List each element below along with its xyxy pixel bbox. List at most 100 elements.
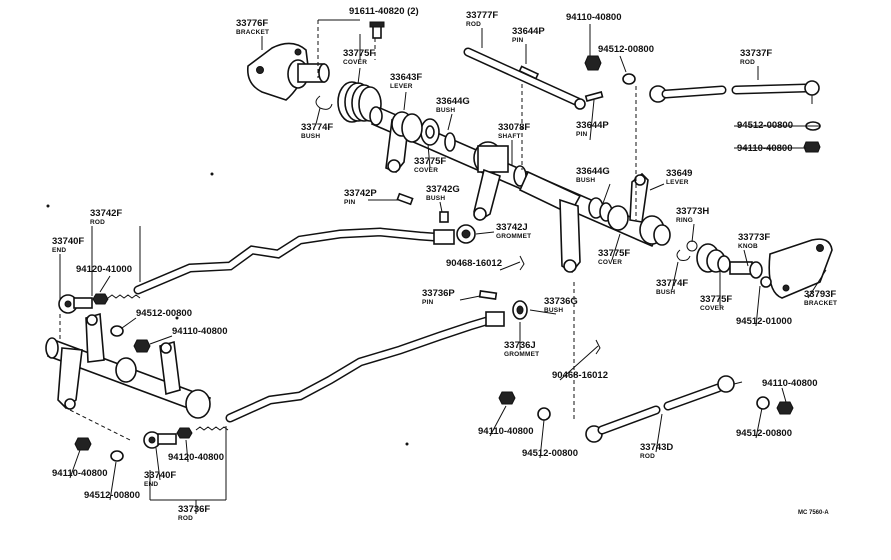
pin-33736p — [478, 290, 498, 300]
pin-33742p — [396, 192, 414, 206]
cotter-90468-upper — [519, 255, 525, 271]
washer-94512-lower-left — [110, 450, 124, 462]
svg-text:33740F: 33740F — [52, 236, 84, 247]
nut-94110-center — [498, 391, 516, 405]
cover-33775f-bellows-right — [696, 243, 731, 273]
leader-lines — [59, 24, 827, 514]
nut-94110-right-lower — [776, 401, 794, 415]
label-l38: 90468-16012 — [552, 370, 608, 381]
svg-text:BUSH: BUSH — [436, 107, 455, 114]
svg-text:33644P: 33644P — [512, 26, 545, 37]
svg-text:94110-40800: 94110-40800 — [762, 378, 817, 389]
rod-33743d — [585, 375, 743, 443]
svg-text:LEVER: LEVER — [666, 179, 689, 186]
bush-33644g-right — [588, 197, 613, 222]
rod-33777f — [463, 47, 586, 110]
cover-33775f-right — [639, 215, 671, 246]
svg-text:PIN: PIN — [576, 131, 588, 138]
label-l1: 91611-40820 (2) — [349, 6, 419, 17]
svg-text:LEVER: LEVER — [390, 83, 413, 90]
rod-end-33740f-lower — [143, 431, 177, 449]
svg-text:BUSH: BUSH — [426, 195, 445, 202]
label-l46: 94512-00800 — [84, 490, 140, 501]
svg-text:33776F: 33776F — [236, 18, 268, 29]
svg-text:94120-40800: 94120-40800 — [168, 452, 224, 463]
svg-text:BRACKET: BRACKET — [236, 29, 269, 36]
svg-text:33742P: 33742P — [344, 188, 377, 199]
svg-text:ROD: ROD — [740, 59, 755, 66]
label-l39: 94110-40800 — [762, 378, 817, 389]
svg-text:BUSH: BUSH — [576, 177, 595, 184]
nut-94110-lower-left — [74, 437, 92, 451]
svg-text:94512-00800: 94512-00800 — [736, 428, 792, 439]
rod-33737f — [649, 80, 820, 104]
washer-94512-right-lower — [756, 396, 770, 410]
svg-text:END: END — [144, 481, 158, 488]
ring-33773h — [686, 240, 698, 252]
svg-text:33736G: 33736G — [544, 296, 578, 307]
bolt-91611 — [369, 21, 385, 39]
svg-text:ROD: ROD — [466, 21, 481, 28]
svg-text:BRACKET: BRACKET — [804, 300, 837, 307]
svg-text:94512-01000: 94512-01000 — [736, 316, 792, 327]
washer-94512-center — [537, 407, 551, 421]
bracket-33776f — [246, 42, 330, 101]
svg-text:33078F: 33078F — [498, 122, 530, 133]
svg-text:END: END — [52, 247, 66, 254]
label-l45: 94110-40800 — [52, 468, 107, 479]
svg-text:33742F: 33742F — [90, 208, 122, 219]
nut-94120-40800 — [176, 427, 193, 439]
nut-94120-41000 — [92, 293, 109, 305]
svg-text:94512-00800: 94512-00800 — [598, 44, 654, 55]
washer-94512-upper — [622, 73, 636, 85]
label-l42: 94512-00800 — [522, 448, 578, 459]
svg-text:COVER: COVER — [700, 305, 724, 312]
svg-text:33644G: 33644G — [576, 166, 610, 177]
nut-94110-upper — [584, 55, 602, 71]
pin-33644p-upper — [518, 65, 540, 80]
svg-text:33736P: 33736P — [422, 288, 455, 299]
pin-33644p-lower — [584, 91, 604, 102]
svg-text:90468-16012: 90468-16012 — [552, 370, 608, 381]
bush-33774f-upper — [315, 95, 333, 110]
svg-text:BUSH: BUSH — [656, 289, 675, 296]
label-l6: 94512-00800 — [598, 44, 654, 55]
svg-text:33644G: 33644G — [436, 96, 470, 107]
svg-text:GROMMET: GROMMET — [496, 233, 531, 240]
svg-text:KNOB: KNOB — [738, 243, 758, 250]
svg-text:91611-40820 (2): 91611-40820 (2) — [349, 6, 419, 17]
svg-text:ROD: ROD — [640, 453, 655, 460]
svg-text:COVER: COVER — [343, 59, 367, 66]
lever-33649 — [607, 172, 649, 231]
svg-text:94512-00800: 94512-00800 — [84, 490, 140, 501]
svg-text:33793F: 33793F — [804, 289, 836, 300]
svg-text:94110-40800: 94110-40800 — [566, 12, 621, 23]
bracket-33793f — [760, 238, 833, 299]
reference-code: MC 7560-A — [798, 510, 829, 516]
svg-text:BUSH: BUSH — [301, 133, 320, 140]
svg-text:33742G: 33742G — [426, 184, 460, 195]
svg-text:PIN: PIN — [344, 199, 356, 206]
cover-33775f-mid — [401, 113, 423, 143]
svg-text:94120-41000: 94120-41000 — [76, 264, 132, 275]
label-l34: 94512-01000 — [736, 316, 792, 327]
svg-text:94512-00800: 94512-00800 — [136, 308, 192, 319]
svg-text:PIN: PIN — [422, 299, 434, 306]
svg-text:SHAFT: SHAFT — [498, 133, 521, 140]
svg-text:94110-40800: 94110-40800 — [478, 426, 533, 437]
